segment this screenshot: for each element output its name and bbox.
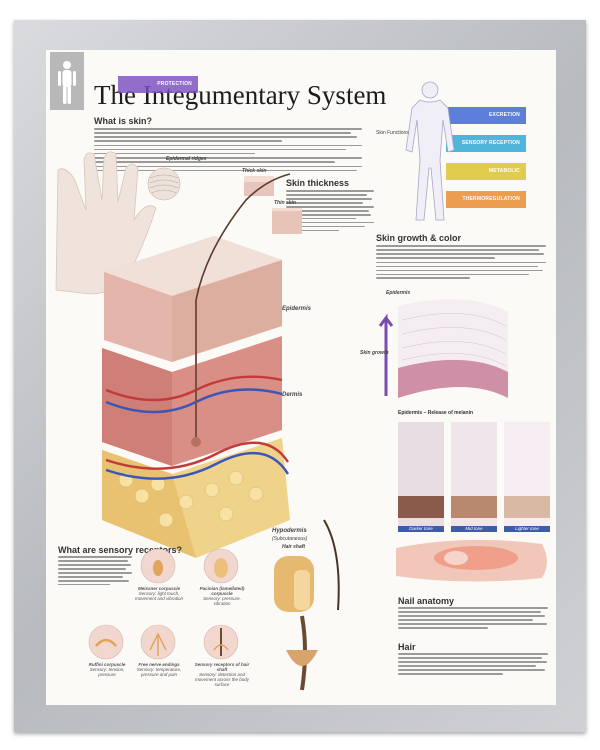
skin-function-figure xyxy=(405,81,455,221)
tone-label-darker: Darker tone xyxy=(409,526,433,531)
callout-hair-shaft: Hair shaft xyxy=(282,544,306,550)
receptor-name: Sensory receptors of hair shaft xyxy=(194,662,250,672)
hair-illustration xyxy=(274,519,340,691)
receptor-name: Ruffini corpuscle xyxy=(88,662,126,667)
poster: The Integumentary System PROTECTION EXCR… xyxy=(46,50,556,705)
callout-skin-growth: Skin growth xyxy=(360,350,389,356)
what-is-skin-text xyxy=(94,128,362,174)
section-nail-anatomy: Nail anatomy xyxy=(398,596,455,606)
section-hair: Hair xyxy=(398,642,416,652)
melanin-panels xyxy=(398,422,550,532)
callout-thin-skin: Thin skin xyxy=(274,200,296,206)
function-band: SENSORY RECEPTION xyxy=(446,135,526,152)
receptor-meissner: Meissner corpuscle Sensory: light touch,… xyxy=(134,586,184,601)
sensory-text xyxy=(58,556,132,588)
skin-growth-diagram xyxy=(378,299,508,398)
hair-text xyxy=(398,653,548,677)
function-band: THERMOREGULATION xyxy=(446,191,526,208)
growth-color-text xyxy=(376,245,546,281)
callout-melanin: Epidermis – Release of melanin xyxy=(398,410,474,416)
receptor-name: Meissner corpuscle xyxy=(137,586,181,591)
callout-epidermal-ridges: Epidermal ridges xyxy=(166,156,207,162)
function-band: PROTECTION xyxy=(118,76,198,93)
skin-thickness-text xyxy=(286,190,374,234)
layer-label-hypodermis-sub: (Subcutaneous) xyxy=(272,536,308,542)
callout-epidermis-growth: Epidermis xyxy=(386,290,411,296)
receptor-pacinian: Pacinian (lamellated) corpuscle Sensory:… xyxy=(194,586,250,606)
layer-label-epidermis: Epidermis xyxy=(282,306,312,312)
receptor-name: Pacinian (lamellated) corpuscle xyxy=(199,586,245,596)
layer-label-dermis: Dermis xyxy=(282,392,303,398)
tone-label-mid: Mid tone xyxy=(465,526,483,531)
skin-functions-caption: Skin Functions xyxy=(376,130,409,136)
tone-label-lighter: Lighter tone xyxy=(515,526,539,531)
receptor-detail: Sensory: temperature, pressure and pain xyxy=(136,667,182,677)
skin-cross-section-illustration xyxy=(55,151,302,558)
section-skin-thickness: Skin thickness xyxy=(286,178,350,188)
receptor-name: Free nerve endings xyxy=(138,662,180,667)
receptor-illustrations xyxy=(88,548,239,660)
receptor-ruffini: Ruffini corpuscle Sensory: tension, pres… xyxy=(82,662,132,677)
nail-illustration xyxy=(396,539,547,582)
function-band: METABOLIC xyxy=(446,163,526,180)
receptor-detail: Sensory: detection and movement across t… xyxy=(194,672,250,687)
receptor-detail: Sensory: light touch, movement and vibra… xyxy=(134,591,184,601)
receptor-free-nerve: Free nerve endings Sensory: temperature,… xyxy=(134,662,184,677)
section-what-is-skin: What is skin? xyxy=(94,116,153,126)
section-growth-color: Skin growth & color xyxy=(376,233,462,243)
section-sensory: What are sensory receptors? xyxy=(58,545,183,555)
function-band: EXCRETION xyxy=(446,107,526,124)
nail-text xyxy=(398,607,548,631)
layer-label-hypodermis: Hypodermis xyxy=(272,528,307,534)
receptor-detail: Sensory: tension, pressure xyxy=(89,667,125,677)
header-body-icon xyxy=(50,52,84,110)
receptor-hair-shaft: Sensory receptors of hair shaft Sensory:… xyxy=(194,662,250,687)
callout-thick-skin: Thick skin xyxy=(242,168,267,174)
receptor-detail: Sensory: pressure, vibration xyxy=(203,596,241,606)
